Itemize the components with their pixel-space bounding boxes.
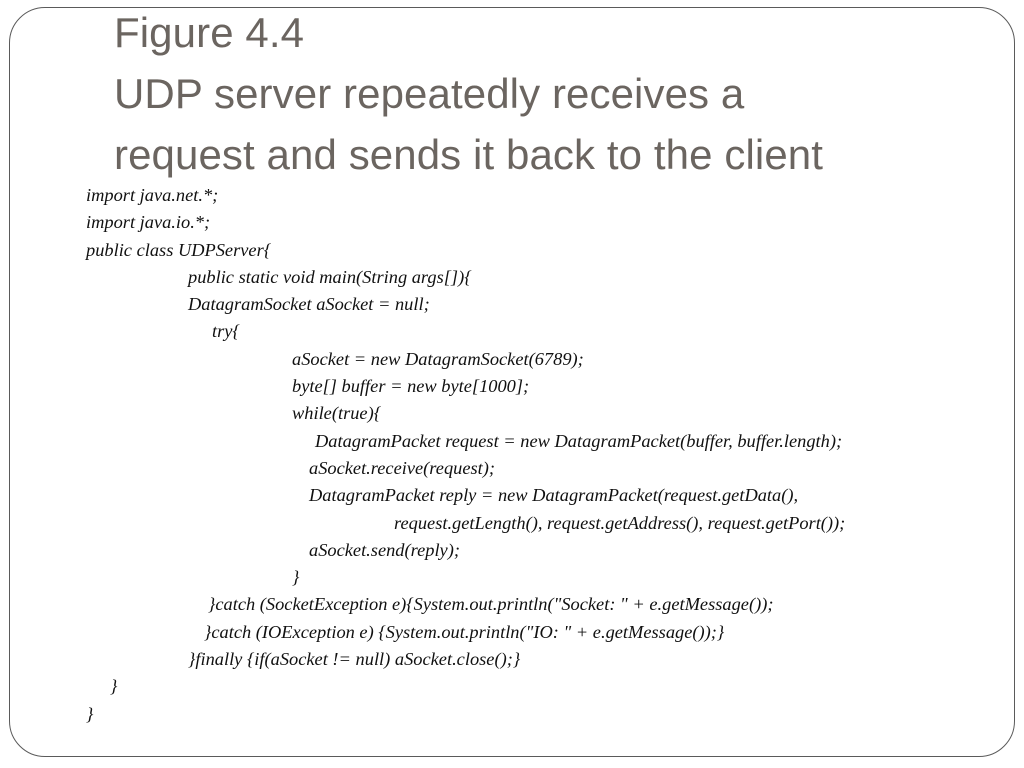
code-line: DatagramPacket reply = new DatagramPacke… — [309, 485, 799, 506]
code-line: DatagramPacket request = new DatagramPac… — [315, 430, 843, 451]
code-line: try{ — [212, 321, 240, 342]
code-line: aSocket.receive(request); — [309, 457, 496, 478]
slide-frame — [9, 7, 1015, 757]
code-line: }finally {if(aSocket != null) aSocket.cl… — [188, 649, 521, 670]
code-line: }catch (SocketException e){System.out.pr… — [208, 594, 774, 615]
code-line: public class UDPServer{ — [86, 239, 272, 260]
code-line: public static void main(String args[]){ — [188, 266, 472, 287]
code-line: while(true){ — [292, 403, 382, 424]
title-line-1: UDP server repeatedly receives a — [114, 70, 745, 117]
code-line: } — [292, 567, 300, 588]
code-line: byte[] buffer = new byte[1000]; — [292, 376, 530, 397]
code-line: aSocket = new DatagramSocket(6789); — [292, 348, 584, 369]
code-line: } — [86, 703, 94, 724]
code-line: aSocket.send(reply); — [309, 539, 460, 560]
code-line: }catch (IOException e) {System.out.print… — [204, 621, 725, 642]
title-line-figure: Figure 4.4 — [114, 9, 305, 56]
slide-title: Figure 4.4 UDP server repeatedly receive… — [114, 2, 994, 185]
code-line: import java.net.*; — [86, 185, 219, 205]
code-line: } — [110, 676, 118, 697]
code-block: import java.net.*; import java.io.*; pub… — [86, 182, 996, 728]
code-line: import java.io.*; — [86, 212, 211, 233]
code-line: DatagramSocket aSocket = null; — [188, 294, 430, 315]
title-line-2: request and sends it back to the client — [114, 131, 823, 178]
code-line: request.getLength(), request.getAddress(… — [394, 512, 846, 533]
